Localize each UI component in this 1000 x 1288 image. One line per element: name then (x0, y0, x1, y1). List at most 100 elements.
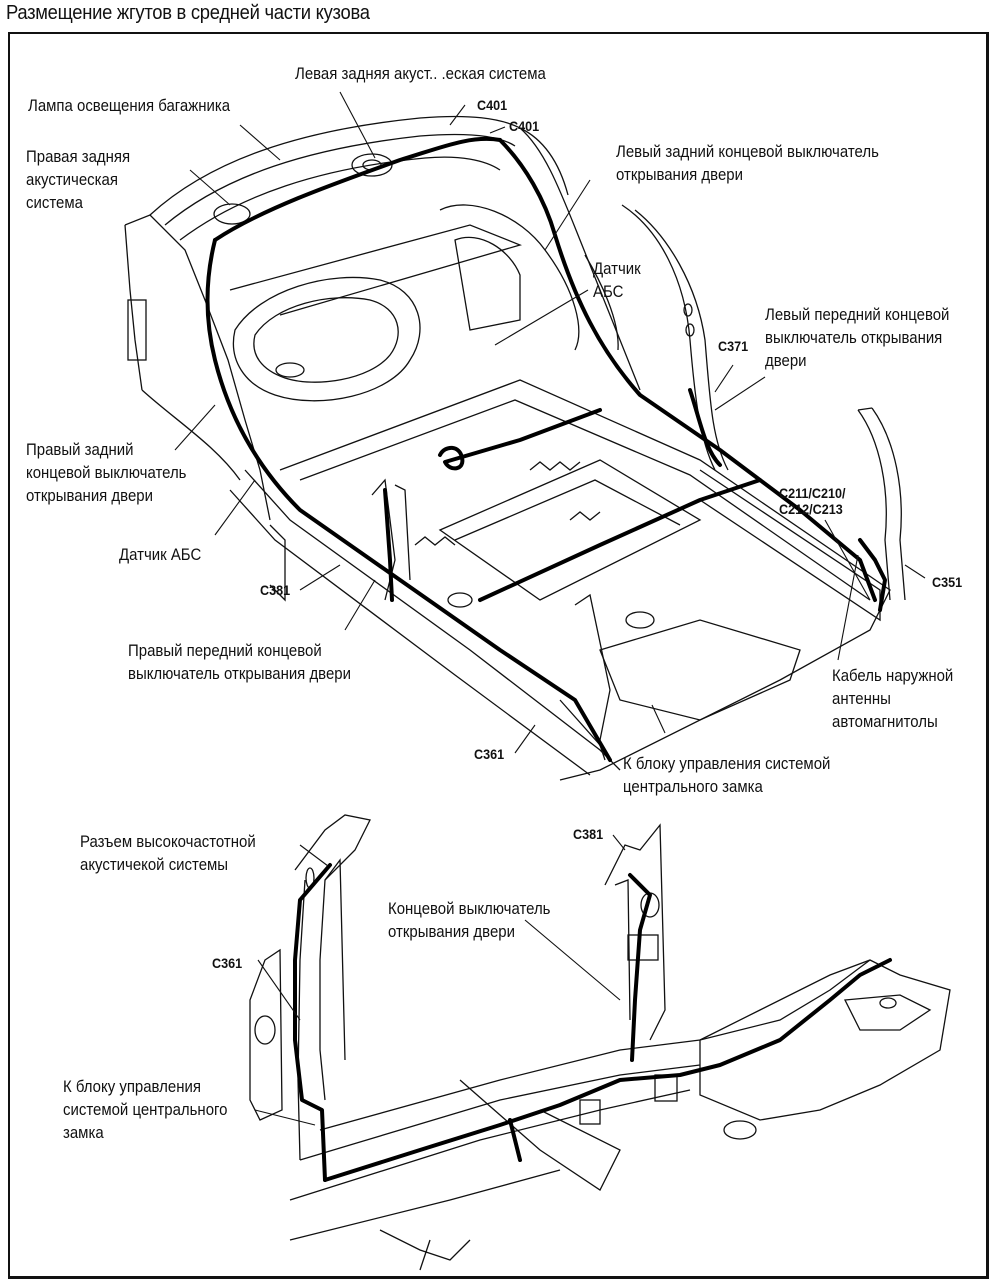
leader-central-lock-lower (254, 1109, 316, 1126)
lower-a-pillar (294, 814, 371, 1101)
leader-left-rear-speaker (339, 91, 376, 159)
leader-trunk-lamp (239, 124, 281, 161)
leader-right-rear-door-switch (174, 404, 216, 451)
upper-leader-lines (174, 91, 926, 754)
leader-central-lock-upper (651, 704, 666, 734)
label-antenna-cable: Кабель наружной антенны автомагнитолы (832, 664, 953, 733)
lower-floor-pan (699, 959, 951, 1121)
label-left-rear-door-switch-line-2: открывания двери (616, 165, 743, 184)
harness-floor-cross (438, 408, 602, 471)
lower-harness-branch (508, 1118, 522, 1162)
right-a-pillar-stub (574, 593, 611, 741)
leader-left-front-door-switch (714, 376, 766, 411)
leader-door-switch-lower (524, 919, 621, 1001)
lower-leader-lines (254, 834, 626, 1126)
harness-right-b-pillar (383, 488, 394, 602)
label-central-lock-upper: К блоку управления системой центрального… (623, 752, 830, 798)
leader-abs-right (214, 479, 256, 536)
label-tweeter-connector-line-2: акустичекой системы (80, 855, 229, 874)
leader-abs-left (494, 289, 589, 346)
lower-harness-a-pillar (293, 863, 332, 1182)
leader-c401-a (449, 104, 466, 126)
label-right-rear-door-switch: Правый задний концевой выключатель откры… (26, 438, 186, 507)
rear-cross-member (229, 224, 522, 316)
connector-c211-group-line-1: C211/C210/ (779, 485, 846, 501)
label-left-front-door-switch-line-1: Левый передний концевой (765, 305, 950, 324)
label-central-lock-upper-line-1: К блоку управления системой (623, 754, 831, 773)
connector-c381-lower: C381 (573, 826, 604, 842)
label-abs-sensor-left-line-2: АБС (593, 282, 624, 301)
leader-right-front-door-switch (344, 579, 376, 631)
label-antenna-cable-line-3: автомагнитолы (832, 712, 938, 731)
label-left-front-door-switch-line-2: выключатель открывания (765, 328, 943, 347)
leader-right-rear-speaker (189, 169, 231, 206)
harness-left-b-pillar (688, 388, 722, 467)
left-shelf-speaker (351, 153, 393, 177)
leader-c381-upper (299, 564, 341, 591)
connector-c361-upper: C361 (474, 746, 505, 762)
leader-tweeter-connector (299, 844, 329, 867)
harness-right-side (205, 238, 612, 762)
label-abs-sensor-left: Датчик АБС (593, 257, 641, 303)
label-door-switch-lower: Концевой выключатель открывания двери (388, 897, 550, 943)
label-tweeter-connector-line-1: Разъем высокочастотной (80, 832, 256, 851)
lower-side-sill (319, 959, 871, 1131)
rear-shelf-outline (149, 115, 569, 216)
label-central-lock-lower: К блоку управления системой центрального… (63, 1075, 227, 1144)
label-left-rear-door-switch: Левый задний концевой выключатель открыв… (616, 140, 879, 186)
right-quarter-panel (124, 214, 271, 521)
label-door-switch-lower-line-1: Концевой выключатель (388, 899, 551, 918)
page-title: Размещение жгутов в средней части кузова (6, 2, 370, 24)
label-abs-sensor-left-line-1: Датчик (593, 259, 641, 278)
rear-shelf-inner (164, 133, 516, 226)
upper-harness-routes (205, 136, 887, 762)
label-door-switch-lower-line-2: открывания двери (388, 922, 515, 941)
label-left-front-door-switch: Левый передний концевой выключатель откр… (765, 303, 949, 372)
right-shelf-speaker (213, 203, 251, 225)
connector-c371: C371 (718, 338, 749, 354)
leader-c361-lower (257, 959, 301, 1021)
connector-c381-upper: C381 (260, 582, 291, 598)
right-sill (244, 469, 621, 771)
leader-c211-group (824, 519, 871, 601)
lower-harness-routes (293, 863, 892, 1182)
connector-c351: C351 (932, 574, 963, 590)
label-antenna-cable-line-1: Кабель наружной (832, 666, 954, 685)
lower-harness-b-pillar (628, 873, 652, 1062)
leader-c381-lower (612, 834, 626, 851)
leader-c351 (904, 564, 926, 579)
connector-c211-group: C211/C210/ C212/C213 (779, 485, 846, 517)
label-tweeter-connector: Разъем высокочастотной акустичекой систе… (80, 830, 256, 876)
leader-c401-b (489, 126, 506, 134)
rear-shelf-inner-2 (179, 156, 501, 241)
floor-rib (529, 461, 581, 471)
lower-cross-member (459, 1079, 621, 1191)
lower-hinge-panel (249, 948, 283, 1121)
lower-harness-sill (323, 958, 892, 1182)
label-left-front-door-switch-line-3: двери (765, 351, 807, 370)
harness-front-left (858, 538, 887, 612)
diagram-frame (8, 32, 988, 1279)
label-central-lock-lower-line-3: замка (63, 1123, 104, 1142)
label-right-front-door-switch-line-1: Правый передний концевой (128, 641, 322, 660)
label-right-rear-door-switch-line-3: открывания двери (26, 486, 153, 505)
label-right-rear-speaker-line-2: акустическая (26, 170, 118, 189)
label-trunk-lamp: Лампа освещения багажника (28, 96, 231, 115)
harness-rear-shelf (213, 136, 502, 242)
label-right-front-door-switch: Правый передний концевой выключатель отк… (128, 639, 351, 685)
leader-c371 (714, 364, 734, 393)
label-central-lock-lower-line-1: К блоку управления (63, 1077, 201, 1096)
label-left-rear-door-switch-line-1: Левый задний концевой выключатель (616, 142, 879, 161)
label-central-lock-upper-line-2: центрального замка (623, 777, 763, 796)
spare-tire-well (232, 276, 421, 402)
label-right-rear-door-switch-line-2: концевой выключатель (26, 463, 187, 482)
leader-left-rear-door-switch (544, 179, 591, 251)
label-right-rear-speaker-line-3: система (26, 193, 83, 212)
floor-tunnel (438, 459, 702, 601)
connector-c211-group-line-2: C212/C213 (779, 501, 843, 517)
left-c-pillar (519, 127, 641, 391)
diagram-frame-right-edge (986, 32, 989, 1279)
label-right-rear-door-switch-line-1: Правый задний (26, 440, 134, 459)
harness-floor-center (478, 478, 762, 602)
